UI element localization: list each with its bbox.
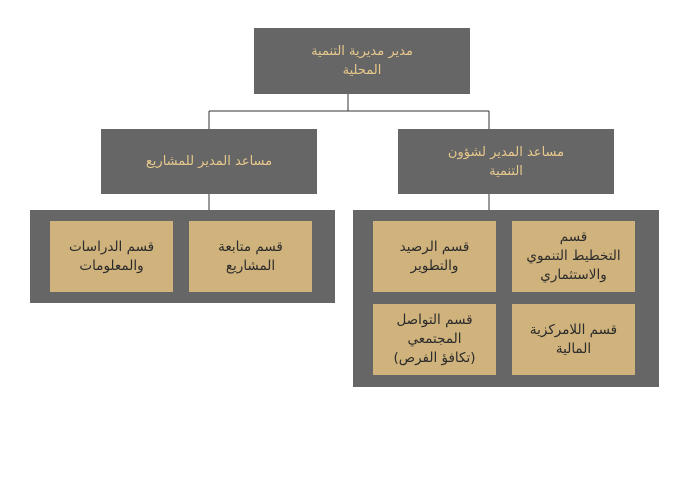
assistant-development-label: مساعد المدير لشؤون التنمية [447,144,565,179]
department-box-studies-info: قسم الدراسات والمعلومات [50,221,173,292]
department-box-monitoring: قسم الرصيد والتطوير [373,221,496,292]
department-label: قسم متابعة المشاريع [218,238,283,274]
assistant-development-box: مساعد المدير لشؤون التنمية [398,129,614,194]
department-box-planning: قسم التخطيط التنموي والاستثماري [512,221,635,292]
department-label: قسم الدراسات والمعلومات [68,238,155,274]
department-box-projects-followup: قسم متابعة المشاريع [189,221,312,292]
department-label: قسم اللامركزية المالية [529,321,618,357]
department-label: قسم الرصيد والتطوير [399,238,470,274]
department-box-community-outreach: قسم التواصل المجتمعي (تكافؤ الفرص) [373,304,496,375]
department-label: قسم التخطيط التنموي والاستثماري [526,229,621,283]
director-label: مدير مديرية التنمية المحلية [311,44,413,78]
director-box: مدير مديرية التنمية المحلية [254,28,470,94]
assistant-projects-label: مساعد المدير للمشاريع [145,154,273,169]
assistant-projects-box: مساعد المدير للمشاريع [101,129,317,194]
department-box-fiscal-decentralization: قسم اللامركزية المالية [512,304,635,375]
department-label: قسم التواصل المجتمعي (تكافؤ الفرص) [393,312,476,366]
